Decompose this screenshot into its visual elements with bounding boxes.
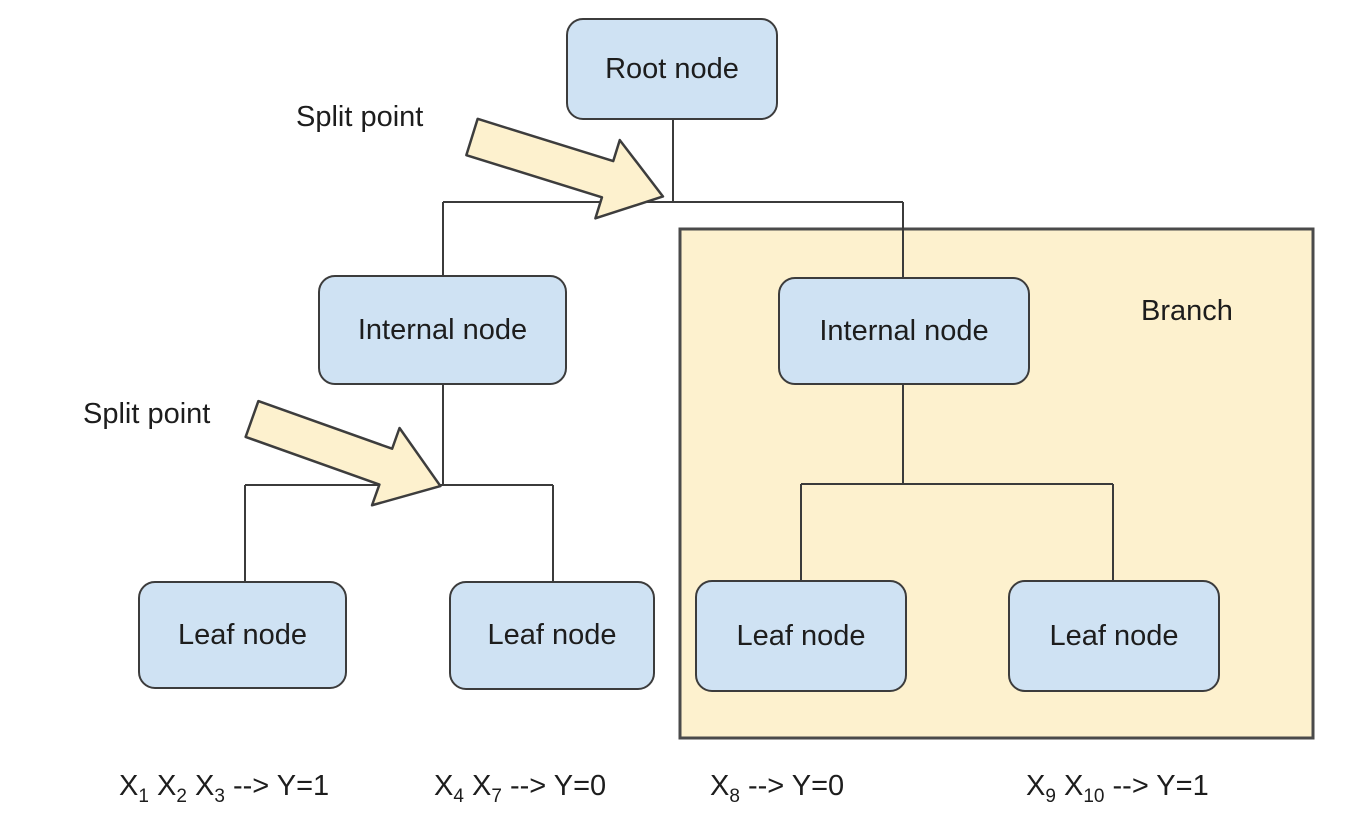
leaf-node-mid-right: Leaf node [695, 580, 907, 692]
internal-node-right: Internal node [778, 277, 1030, 385]
leaf-node-mid-left: Leaf node [449, 581, 655, 690]
leaf-node-far-left: Leaf node [138, 581, 347, 689]
outcome-label-3: X8 --> Y=0 [710, 770, 845, 807]
branch-label: Branch [1141, 295, 1233, 327]
outcome-label-2: X4 X7 --> Y=0 [434, 770, 607, 807]
split-arrow-top-icon [465, 117, 665, 220]
split-point-label-lower: Split point [83, 398, 211, 430]
leaf-node-far-right: Leaf node [1008, 580, 1220, 692]
outcome-label-4: X9 X10 --> Y=1 [1026, 770, 1209, 807]
split-point-label-top: Split point [296, 101, 424, 133]
outcome-label-1: X1 X2 X3 --> Y=1 [119, 770, 330, 807]
split-arrow-lower-icon [244, 399, 442, 507]
internal-node-left: Internal node [318, 275, 567, 385]
root-node: Root node [566, 18, 778, 120]
